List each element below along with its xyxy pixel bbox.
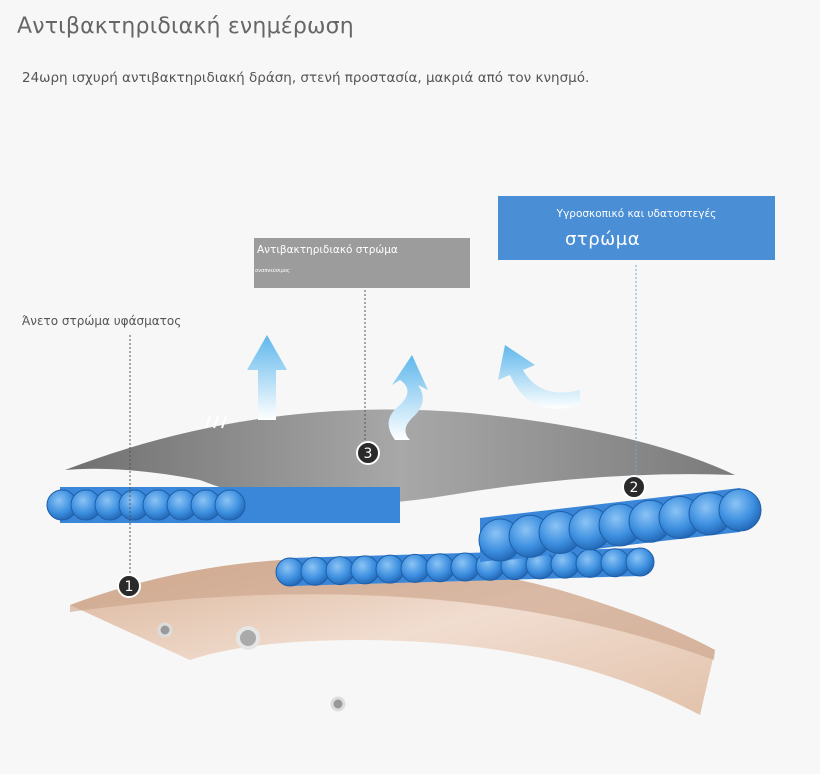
tube-end (575, 548, 605, 578)
tube-end (425, 553, 455, 583)
callout-moisture-line1: Υγροσκοπικό και υδατοστεγές (556, 208, 717, 220)
callout-antibacterial: Αντιβακτηριδιακό στρώμα αναπνεύσιμος (254, 238, 470, 288)
badge-3: 3 (356, 441, 380, 465)
callout-moisture-line2: στρώμα (565, 229, 641, 250)
bacteria-icon (330, 696, 346, 712)
tube-end (275, 557, 305, 587)
tube-end (375, 554, 405, 584)
bacteria-icon (157, 622, 173, 638)
callout-antibacterial-title: Αντιβακτηριδιακό στρώμα (257, 244, 398, 256)
callout-fabric: Άνετο στρώμα υφάσματος (22, 314, 182, 328)
tube-end (300, 556, 330, 586)
tube-end (718, 488, 762, 532)
tube-end (550, 549, 580, 579)
tube-end (600, 548, 630, 578)
tube-end (214, 489, 246, 521)
tube-end (450, 552, 480, 582)
arrow-up-icon (247, 335, 287, 420)
arrow-wave-icon (388, 355, 428, 440)
tube-end (325, 556, 355, 586)
badge-1: 1 (117, 574, 141, 598)
arrow-curve-icon (498, 345, 580, 409)
antibacterial-sheet (65, 409, 735, 505)
svg-text:2: 2 (630, 480, 639, 496)
page-title: Αντιβακτηριδιακή ενημέρωση (17, 14, 354, 39)
moisture-tubes (46, 487, 762, 587)
bacteria-icon (236, 626, 260, 650)
callout-moisture: Υγροσκοπικό και υδατοστεγές στρώμα (498, 196, 775, 260)
badge-2: 2 (622, 475, 646, 499)
svg-text:3: 3 (364, 446, 373, 462)
tube-end (625, 547, 655, 577)
svg-text:1: 1 (125, 579, 134, 595)
callout-antibacterial-subtitle: αναπνεύσιμος (255, 268, 290, 274)
tube-end (400, 553, 430, 583)
tube-end (350, 555, 380, 585)
page-subtitle: 24ωρη ισχυρή αντιβακτηριδιακή δράση, στε… (22, 70, 590, 86)
